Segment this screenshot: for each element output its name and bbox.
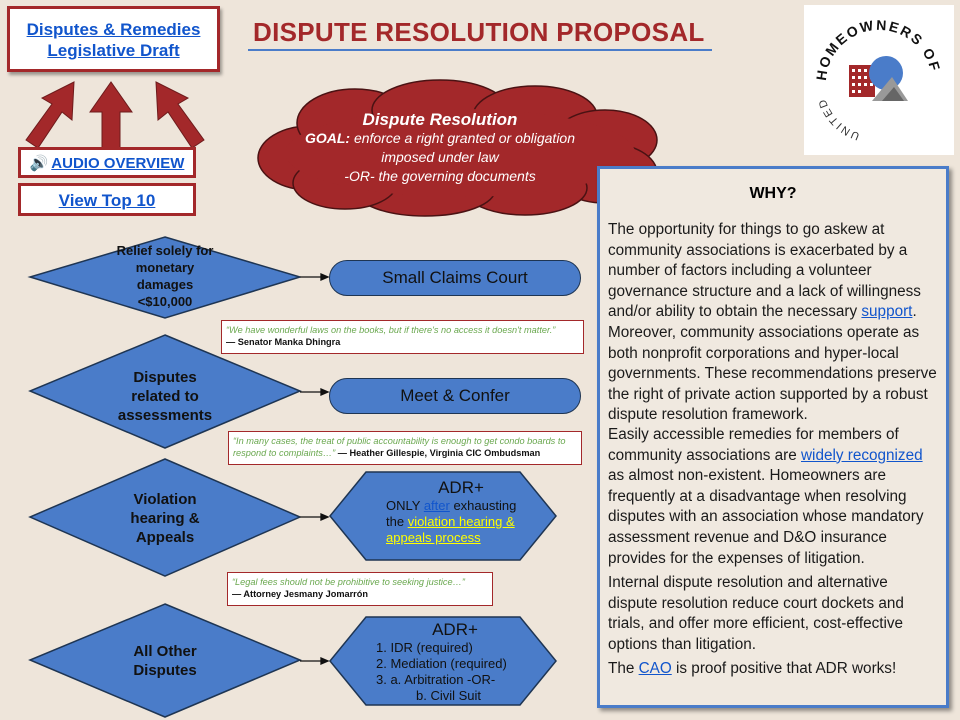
- quote-box-2: “In many cases, the treat of public acco…: [228, 431, 582, 465]
- adr-violation-text: ADR+ ONLY after exhausting the violation…: [386, 478, 536, 546]
- decision-1-line: damages: [136, 277, 194, 292]
- arrow-up-left-icon: [25, 81, 75, 149]
- why-p4-text: The: [608, 660, 639, 677]
- cloud-title: Dispute Resolution: [362, 110, 518, 129]
- adr-step: 3. a. Arbitration -OR-: [376, 672, 496, 687]
- adr-title-2: ADR+: [432, 620, 478, 639]
- decision-3-line: Violation: [133, 491, 197, 508]
- audio-overview-link[interactable]: 🔊AUDIO OVERVIEW: [18, 147, 196, 178]
- speaker-icon: 🔊: [29, 155, 49, 172]
- hoa-logo: HOMEOWNERS OF AMERICA UNITED: [797, 0, 954, 155]
- adr-exhausting: exhausting: [449, 498, 517, 513]
- cao-link[interactable]: CAO: [638, 660, 672, 677]
- small-claims-court-box: Small Claims Court: [329, 260, 581, 296]
- audio-overview-label: AUDIO OVERVIEW: [51, 155, 185, 172]
- decision-1-line: monetary: [135, 260, 195, 275]
- decision-diamond-3: [28, 458, 302, 577]
- why-paragraph-3: Internal dispute resolution and alternat…: [608, 574, 904, 653]
- quote-box-1: “We have wonderful laws on the books, bu…: [221, 320, 584, 354]
- quote-1-author: — Senator Manka Dhingra: [226, 337, 341, 347]
- quote-box-3: “Legal fees should not be prohibitive to…: [227, 572, 493, 606]
- decision-3-label: Violation hearing & Appeals: [100, 490, 230, 547]
- decision-diamond-1: [27, 236, 303, 319]
- legislative-draft-line1: Disputes & Remedies: [26, 20, 201, 39]
- why-p2-text: Easily accessible remedies for members o…: [608, 426, 899, 464]
- appeals-process-link[interactable]: appeals process: [386, 530, 481, 545]
- why-p4-text-end: is proof positive that ADR works!: [671, 660, 897, 677]
- small-claims-court-label: Small Claims Court: [382, 268, 528, 287]
- goal-cloud: [257, 79, 658, 217]
- adr-other-text: ADR+ 1. IDR (required) 2. Mediation (req…: [370, 620, 540, 704]
- decision-1-label: Relief solely for monetary damages <$10,…: [95, 242, 235, 310]
- decision-3-line: hearing &: [130, 510, 200, 527]
- why-p2-text-end: as almost non-existent. Homeowners are f…: [608, 467, 924, 567]
- after-link[interactable]: after: [423, 498, 450, 513]
- why-paragraph-4: The CAO is proof positive that ADR works…: [608, 659, 940, 680]
- decision-4-label: All Other Disputes: [100, 642, 230, 680]
- why-p1-text-end: . Moreover, community associations opera…: [608, 303, 937, 424]
- why-paragraph-2: Easily accessible remedies for members o…: [608, 425, 940, 569]
- quote-3-author: — Attorney Jesmany Jomarrón: [232, 589, 368, 599]
- decision-4-line: Disputes: [133, 662, 197, 679]
- decision-diamond-2: [28, 334, 302, 449]
- logo-graphic: HOMEOWNERS OF AMERICA UNITED: [797, 0, 943, 142]
- arrow-up-right-icon: [155, 81, 205, 149]
- svg-text:UNITED: UNITED: [816, 96, 861, 142]
- page-title: DISPUTE RESOLUTION PROPOSAL: [253, 17, 705, 47]
- arrowhead-icon: [320, 513, 330, 521]
- quote-2-author: — Heather Gillespie, Virginia CIC Ombuds…: [337, 448, 541, 458]
- legislative-draft-line2: Legislative Draft: [47, 41, 180, 60]
- view-top10-label: View Top 10: [58, 191, 156, 210]
- adr-step: b. Civil Suit: [416, 688, 482, 703]
- decision-2-line: Disputes: [133, 369, 197, 386]
- arrowhead-icon: [320, 657, 330, 665]
- decision-2-label: Disputes related to assessments: [100, 368, 230, 425]
- adr-step: 2. Mediation (required): [376, 656, 507, 671]
- title-underline: [248, 49, 712, 51]
- why-panel: WHY? The opportunity for things to go as…: [597, 166, 949, 708]
- arrowhead-icon: [320, 388, 330, 396]
- quote-2-text: “In many cases, the treat of public acco…: [233, 436, 566, 458]
- why-paragraph-1: The opportunity for things to go askew a…: [608, 220, 940, 426]
- adr-hexagon-2: [329, 616, 557, 706]
- decision-2-line: related to: [131, 388, 199, 405]
- why-title: WHY?: [749, 185, 797, 202]
- quote-3-text: “Legal fees should not be prohibitive to…: [232, 577, 465, 587]
- decision-1-line: Relief solely for: [116, 243, 214, 258]
- adr-the: the: [386, 514, 408, 529]
- logo-text-left: UNITED: [816, 96, 859, 142]
- adr-hexagon-1: [329, 471, 557, 561]
- view-top10-link[interactable]: View Top 10: [18, 183, 196, 216]
- arrowhead-icon: [320, 273, 330, 281]
- legislative-draft-link[interactable]: Disputes & Remedies Legislative Draft: [7, 6, 220, 72]
- goal-label: GOAL:: [304, 130, 351, 146]
- violation-hearing-link[interactable]: violation hearing &: [407, 514, 515, 529]
- quote-1-text: “We have wonderful laws on the books, bu…: [226, 325, 556, 335]
- arrow-up-icon: [89, 81, 133, 149]
- adr-title-1: ADR+: [438, 478, 484, 497]
- support-link[interactable]: support: [861, 303, 913, 321]
- goal-line1: enforce a right granted or obligation: [353, 130, 576, 146]
- flow-diagram: [27, 236, 557, 718]
- widely-recognized-link[interactable]: widely recognized: [801, 446, 923, 464]
- adr-only: ONLY: [386, 498, 424, 513]
- goal-line3: -OR- the governing documents: [344, 168, 536, 184]
- goal-cloud-text: Dispute Resolution GOAL: enforce a right…: [280, 110, 600, 186]
- why-p1-text: The opportunity for things to go askew a…: [608, 221, 921, 321]
- meet-and-confer-label: Meet & Confer: [400, 386, 510, 405]
- arrows-graphic: [25, 81, 205, 149]
- decision-1-line: <$10,000: [137, 294, 193, 309]
- goal-line2: imposed under law: [381, 149, 499, 165]
- decision-4-line: All Other: [133, 643, 197, 660]
- meet-and-confer-box: Meet & Confer: [329, 378, 581, 414]
- adr-step: 1. IDR (required): [376, 640, 473, 655]
- decision-diamond-4: [28, 603, 302, 718]
- decision-2-line: assessments: [117, 407, 213, 424]
- decision-3-line: Appeals: [135, 529, 195, 546]
